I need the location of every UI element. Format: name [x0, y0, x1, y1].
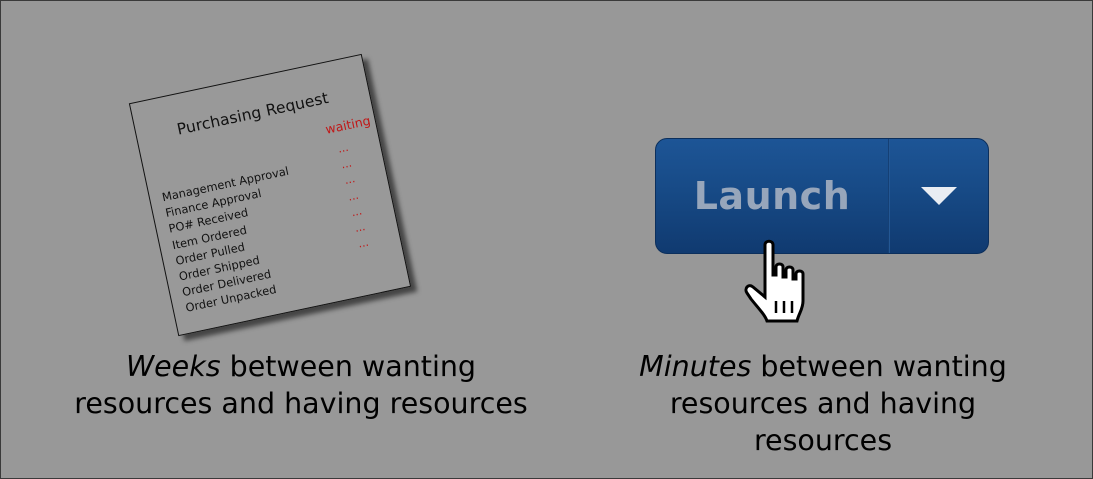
- right-caption-line2: resources and having: [669, 387, 977, 420]
- right-caption: Minutes between wanting resources and ha…: [593, 348, 1053, 459]
- right-caption-line3: resources: [753, 424, 893, 457]
- left-caption-emphasis: Weeks: [125, 350, 221, 383]
- right-caption-line1: Minutes between wanting: [593, 348, 1053, 385]
- request-step-list: Management Approval... Finance Approval.…: [160, 141, 412, 316]
- left-caption-line1-rest: between wanting: [220, 350, 477, 383]
- launch-button[interactable]: Launch: [693, 174, 851, 218]
- left-caption: Weeks between wanting resources and havi…: [41, 348, 561, 422]
- hand-pointer-icon: [744, 239, 805, 323]
- left-caption-line1: Weeks between wanting: [41, 348, 561, 385]
- right-caption-line1-rest: between wanting: [751, 350, 1007, 383]
- button-divider: [888, 139, 890, 253]
- launch-dropdown-button[interactable]: [890, 139, 988, 253]
- card-title: Purchasing Request: [175, 88, 331, 139]
- launch-split-button[interactable]: Launch: [655, 138, 989, 254]
- right-caption-emphasis: Minutes: [639, 350, 752, 383]
- left-caption-line2: resources and having resources: [74, 387, 528, 420]
- status-header: waiting: [324, 112, 372, 137]
- caret-down-icon: [921, 187, 957, 205]
- purchasing-request-card: Purchasing Request waiting Management Ap…: [128, 53, 412, 337]
